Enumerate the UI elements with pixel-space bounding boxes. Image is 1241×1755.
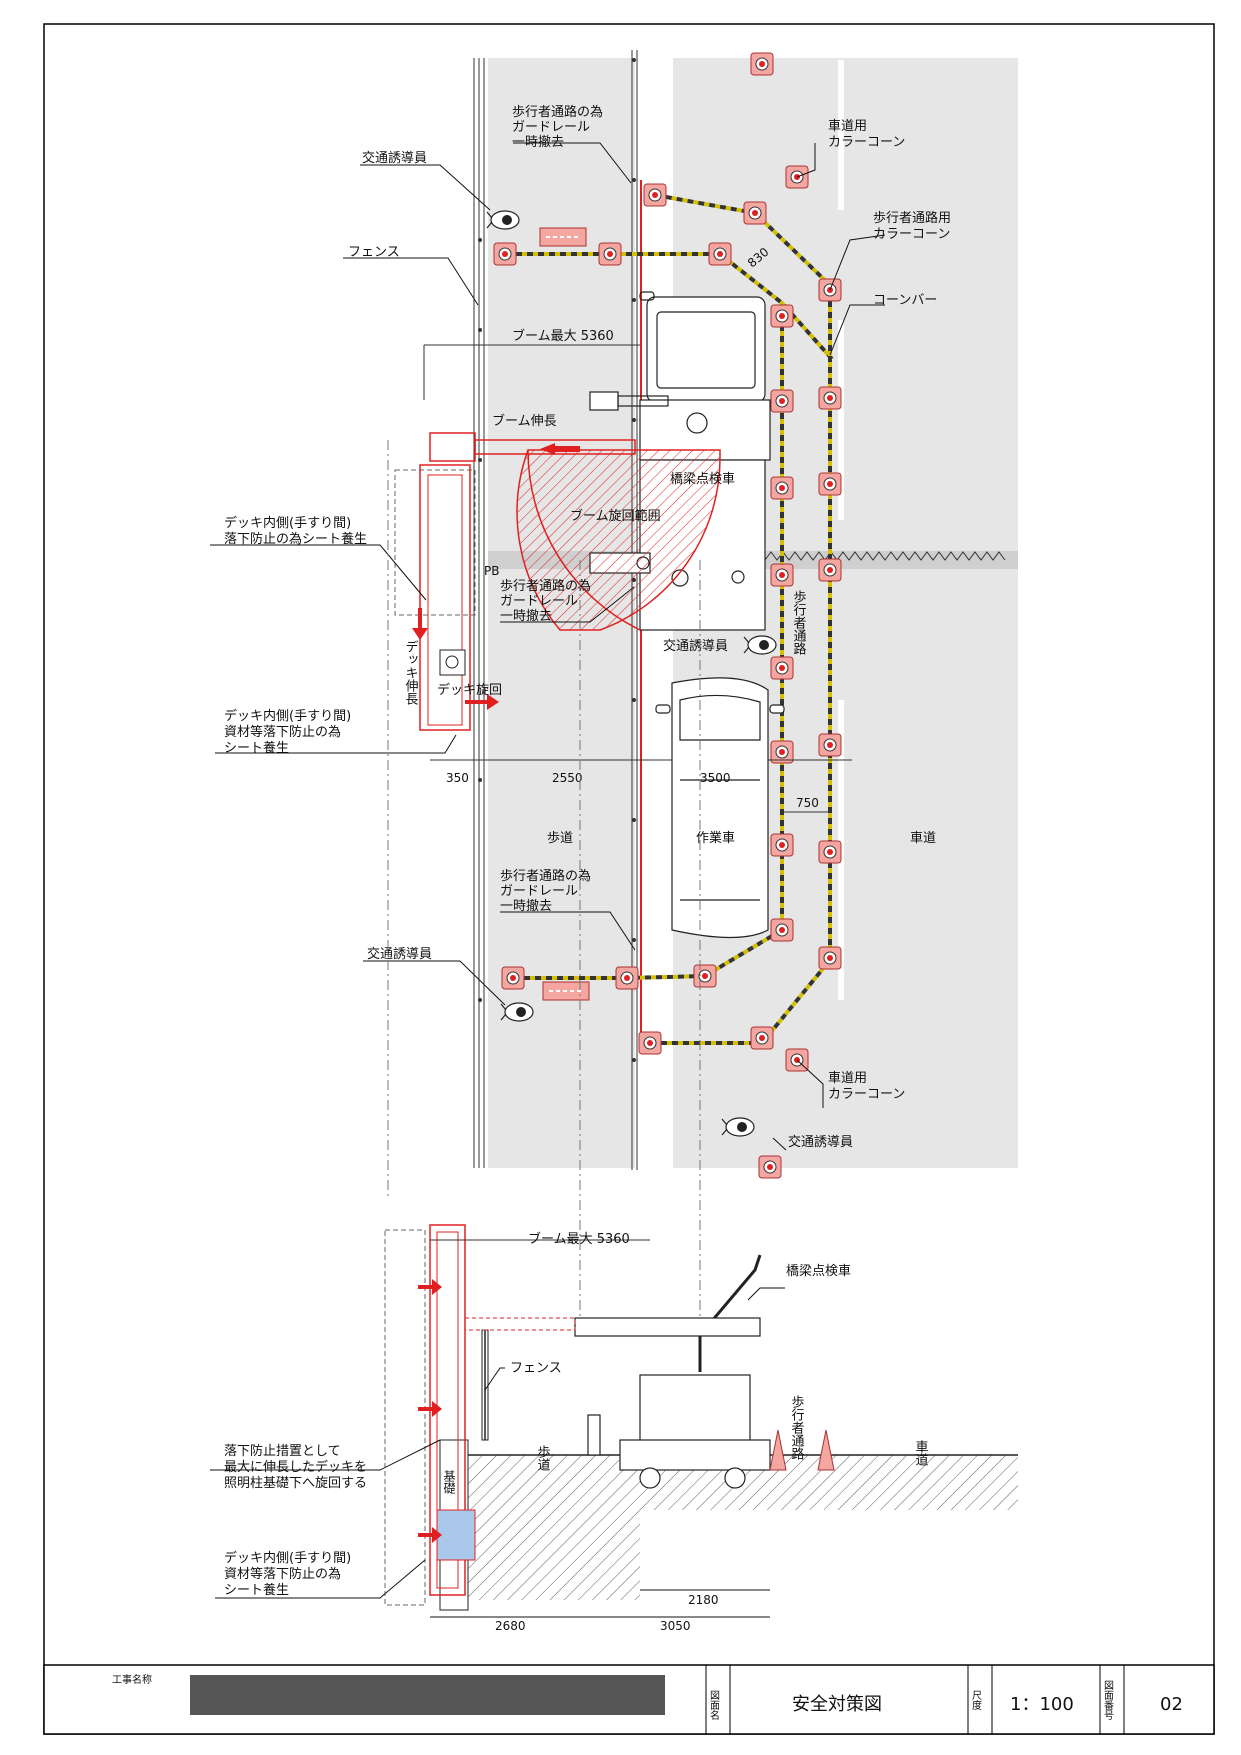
guardrail-mid-line2: ガードレール (500, 594, 578, 609)
drawing-name: 安全対策図 (792, 1694, 882, 1715)
ped-cone-label-line1: 歩行者通路用 (873, 210, 951, 226)
boom-extend-label: ブーム伸長 (492, 413, 557, 429)
work-vehicle (655, 677, 785, 939)
fall-note-line1: 落下防止措置として (224, 1443, 341, 1459)
dim-3500: 3500 (700, 771, 731, 785)
ped-cone-label-line2: カラーコーン (873, 227, 950, 242)
dim-350: 350 (446, 771, 469, 785)
section-boom-max-label: ブーム最大 5360 (528, 1231, 630, 1247)
project-name-redacted (190, 1675, 665, 1715)
deck-sheet-mid-line2: 資材等落下防止の為 (224, 724, 341, 740)
bridge-truck-section (574, 1254, 771, 1489)
fall-note-line2: 最大に伸長したデッキを (224, 1459, 367, 1475)
section-deck-sheet-line1: デッキ内側(手すり間) (224, 1550, 351, 1566)
drawing-name-label: 図面名 (708, 1690, 720, 1721)
guardrail-note-line1: 歩行者通路の為 (512, 104, 603, 120)
pb-label: PB (484, 564, 499, 578)
guardrail-mid-line3: 一時撤去 (500, 608, 552, 624)
deck-sheet-mid-line1: デッキ内側(手すり間) (224, 708, 351, 724)
scale-value: 1：100 (1010, 1694, 1074, 1715)
road-cone-label-line1: 車道用 (828, 119, 867, 134)
traffic-guide-label-right: 交通誘導員 (788, 1134, 853, 1150)
scale-label: 尺度 (970, 1690, 982, 1711)
plan-view: 歩行者通路の為 ガードレール 一時撤去 交通誘導員 フェンス 車道用 カラーコー… (210, 50, 1018, 1179)
deck-rotate-label: デッキ旋回 (437, 682, 502, 698)
road-cone-label-line2: カラーコーン (828, 135, 905, 150)
boom-and-deck-plan (394, 344, 852, 813)
deck-section (384, 1224, 650, 1606)
section-bridge-truck-label: 橋梁点検車 (786, 1264, 851, 1279)
guardrail-mid-line1: 歩行者通路の為 (500, 578, 591, 594)
traffic-guide-label-bottom: 交通誘導員 (367, 946, 432, 962)
guardrail-note-line2: ガードレール (512, 120, 590, 135)
boom-max-label: ブーム最大 5360 (512, 328, 614, 344)
boom-rotation-range (516, 449, 721, 631)
roadway-label: 車道 (910, 831, 936, 846)
project-name-label: 工事名称 (112, 1673, 152, 1686)
deck-sheet-top-line1: デッキ内側(手すり間) (224, 515, 351, 531)
section-deck-sheet-line2: 資材等落下防止の為 (224, 1566, 341, 1582)
deck-sheet-mid-line3: シート養生 (224, 740, 289, 756)
drawing-number-label: 図面番号 (1102, 1680, 1114, 1721)
section-view: ブーム最大 5360 橋梁点検車 フェンス 落下防止措置として 最大に伸長したデ… (210, 1224, 1018, 1633)
section-ped-path-label: 歩行者通路 (789, 1395, 805, 1460)
ped-path-label-plan: 歩行者通路 (791, 590, 807, 655)
boom-range-label: ブーム旋回範囲 (570, 508, 661, 524)
road-cone-bottom-line1: 車道用 (828, 1071, 867, 1086)
foundation-label: 基礎 (442, 1470, 456, 1495)
guardrail-bottom-line2: ガードレール (500, 884, 578, 899)
deck-extend-label: デッキ伸長 (403, 640, 419, 705)
bridge-truck-label: 橋梁点検車 (670, 472, 735, 487)
fence-label: フェンス (348, 245, 400, 260)
deck-sheet-top-line2: 落下防止の為シート養生 (224, 531, 367, 547)
dim-2550: 2550 (552, 771, 583, 785)
dim-3050: 3050 (660, 1619, 691, 1633)
plan-labels: 歩行者通路の為 ガードレール 一時撤去 交通誘導員 フェンス 車道用 カラーコー… (224, 104, 951, 1150)
dim-750: 750 (796, 796, 819, 810)
traffic-guide-label-top: 交通誘導員 (362, 150, 427, 166)
section-sidewalk-label: 歩道 (535, 1445, 551, 1471)
drawing-number: 02 (1160, 1694, 1183, 1715)
cone-bar-label: コーンバー (873, 293, 937, 308)
work-vehicle-label: 作業車 (696, 830, 735, 846)
title-block: 工事名称 図面名 安全対策図 尺度 1：100 図面番号 02 (43, 1664, 1215, 1735)
road-cone-bottom-line2: カラーコーン (828, 1087, 905, 1102)
guardrail-bottom-line1: 歩行者通路の為 (500, 868, 591, 884)
guardrail-note-line3: 一時撤去 (512, 134, 564, 150)
guardrail-bottom-line3: 一時撤去 (500, 898, 552, 914)
section-fence-label: フェンス (510, 1361, 562, 1376)
fall-note-line3: 照明柱基礎下へ旋回する (224, 1476, 367, 1491)
sidewalk-label: 歩道 (547, 831, 573, 846)
section-roadway-label: 車道 (913, 1440, 929, 1466)
section-deck-sheet-line3: シート養生 (224, 1582, 289, 1598)
traffic-guide-label-mid: 交通誘導員 (663, 638, 728, 654)
dim-2180: 2180 (688, 1593, 719, 1607)
dim-2680: 2680 (495, 1619, 526, 1633)
